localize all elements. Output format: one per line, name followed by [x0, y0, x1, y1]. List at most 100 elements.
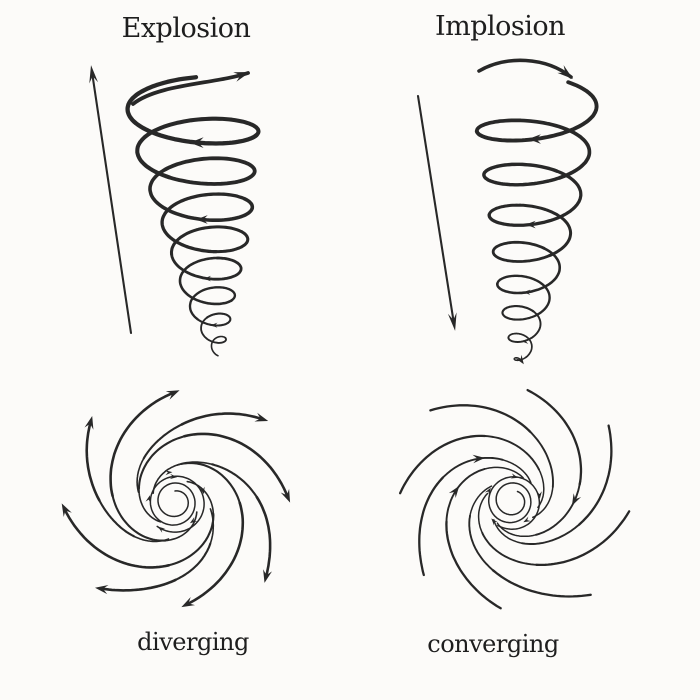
arrowhead: [571, 493, 582, 506]
ink-stroke: [186, 480, 215, 517]
ink-stroke: [482, 466, 524, 479]
arrowhead: [61, 503, 72, 517]
ink-stroke: [169, 225, 250, 256]
ink-stroke: [178, 256, 234, 306]
ink-stroke: [131, 71, 250, 106]
ink-stroke: [97, 497, 136, 538]
arrowhead: [515, 354, 524, 365]
converging-vortex-spiral: [398, 388, 631, 610]
ink-stroke: [195, 312, 232, 327]
ink-stroke: [163, 156, 257, 186]
ink-stroke: [578, 424, 613, 526]
ink-stroke: [429, 404, 532, 433]
ink-stroke: [491, 569, 592, 598]
ink-stroke: [180, 412, 265, 426]
ink-stroke: [521, 521, 583, 545]
arrowhead: [181, 597, 195, 608]
title-explosion: Explosion: [121, 13, 251, 44]
arrowhead: [523, 516, 531, 523]
ink-stroke: [152, 462, 185, 494]
ink-stroke: [477, 58, 573, 79]
ink-stroke: [136, 456, 146, 493]
implosion-cone-spiral: [474, 80, 599, 365]
ink-stroke: [90, 70, 133, 335]
ink-stroke: [493, 519, 525, 545]
arrowhead: [523, 289, 531, 295]
arrowhead: [510, 473, 519, 479]
ink-stroke: [496, 274, 551, 316]
ink-stroke: [496, 522, 539, 538]
arrowhead: [189, 137, 204, 148]
ink-stroke: [255, 495, 272, 580]
arrowhead: [95, 585, 109, 595]
ink-stroke: [501, 305, 540, 321]
arrowhead: [484, 487, 491, 496]
ink-stroke: [482, 162, 564, 187]
arrowhead: [157, 526, 166, 533]
arrowhead: [89, 65, 98, 84]
arrowhead: [196, 215, 208, 224]
ink-stroke: [132, 534, 170, 543]
arrowhead: [169, 473, 178, 480]
ink-stroke: [527, 428, 554, 489]
ink-stroke: [469, 485, 493, 519]
arrowhead: [254, 412, 269, 422]
ink-stroke: [445, 520, 502, 610]
ink-stroke: [200, 316, 227, 344]
ink-stroke: [526, 388, 583, 486]
arrowhead: [84, 416, 94, 430]
ink-stroke: [535, 480, 582, 536]
ink-stroke: [162, 511, 198, 542]
arrowhead: [233, 72, 250, 82]
ink-stroke: [164, 512, 215, 568]
ink-stroke: [160, 192, 248, 254]
ink-stroke: [481, 531, 541, 566]
ink-stroke: [110, 491, 167, 542]
caption-converging: converging: [427, 630, 559, 658]
arrowhead: [528, 134, 541, 144]
ink-stroke: [507, 332, 533, 359]
down-arrow-icon: [416, 94, 457, 331]
title-implosion: Implosion: [434, 11, 566, 42]
arrowhead: [280, 488, 291, 503]
ink-stroke: [138, 485, 162, 523]
ink-stroke: [487, 203, 573, 258]
ink-stroke: [474, 118, 592, 180]
ink-stroke: [98, 578, 177, 592]
up-arrow-icon: [89, 65, 133, 335]
ink-stroke: [85, 419, 101, 502]
ink-stroke: [137, 434, 189, 490]
ink-stroke: [487, 476, 541, 530]
arrowhead: [165, 470, 173, 476]
implosion-inflow-arrow-icon: [477, 58, 573, 79]
ink-stroke: [474, 80, 599, 143]
arrowhead: [536, 491, 542, 499]
ink-stroke: [210, 335, 227, 357]
arrowhead: [203, 275, 211, 282]
ink-stroke: [491, 240, 553, 263]
arrowhead: [521, 338, 529, 344]
ink-stroke: [135, 116, 261, 180]
ink-stroke: [439, 456, 504, 481]
ink-stroke: [537, 467, 545, 509]
ink-stroke: [180, 461, 242, 507]
ink-stroke: [148, 166, 255, 222]
ink-stroke: [172, 542, 212, 582]
diverging-vortex-spiral: [61, 390, 291, 608]
ink-stroke: [418, 476, 444, 577]
arrowhead: [491, 518, 498, 526]
ink-stroke: [184, 501, 245, 607]
arrowhead: [525, 220, 536, 229]
ink-stroke: [142, 422, 185, 460]
explosion-outflow-arrow-icon: [131, 71, 250, 106]
ink-stroke: [416, 94, 456, 326]
arrowhead: [557, 65, 573, 79]
arrowhead: [447, 312, 457, 331]
ink-stroke: [500, 458, 532, 484]
explosion-cone-spiral: [125, 75, 261, 357]
arrowhead: [199, 486, 205, 495]
ink-stroke: [535, 510, 631, 567]
arrowhead: [448, 485, 460, 498]
